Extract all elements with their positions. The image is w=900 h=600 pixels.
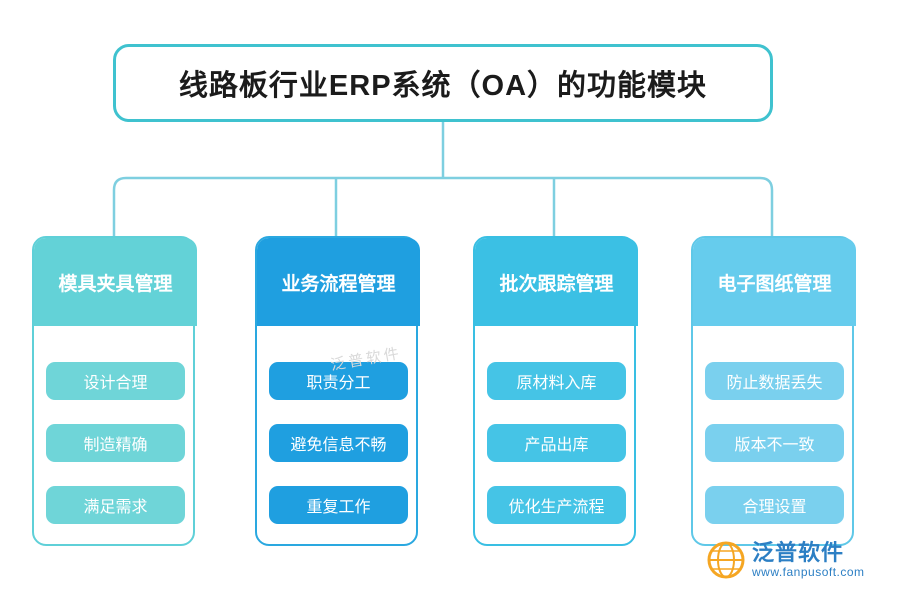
column-header-label: 电子图纸管理 bbox=[717, 273, 832, 295]
module-column-business-process[interactable]: 业务流程管理 职责分工 避免信息不畅 重复工作 bbox=[255, 236, 420, 546]
list-item[interactable]: 优化生产流程 bbox=[487, 486, 626, 524]
list-item-label: 版本不一致 bbox=[734, 437, 815, 454]
column-header-label: 模具夹具管理 bbox=[58, 273, 173, 295]
list-item[interactable]: 原材料入库 bbox=[487, 362, 626, 400]
diagram-title-box: 线路板行业ERP系统（OA）的功能模块 bbox=[113, 44, 773, 122]
module-column-batch-tracking[interactable]: 批次跟踪管理 原材料入库 产品出库 优化生产流程 bbox=[473, 236, 638, 546]
list-item[interactable]: 避免信息不畅 bbox=[269, 424, 408, 462]
list-item-label: 职责分工 bbox=[306, 375, 371, 392]
list-item-label: 产品出库 bbox=[524, 437, 589, 454]
list-item[interactable]: 设计合理 bbox=[46, 362, 185, 400]
globe-icon bbox=[707, 541, 745, 579]
list-item-label: 制造精确 bbox=[83, 437, 148, 454]
list-item[interactable]: 产品出库 bbox=[487, 424, 626, 462]
list-item-label: 合理设置 bbox=[742, 499, 807, 516]
brand-logo: 泛普软件 www.fanpusoft.com bbox=[706, 534, 882, 586]
column-header: 业务流程管理 bbox=[257, 238, 420, 326]
module-column-mold-fixture[interactable]: 模具夹具管理 设计合理 制造精确 满足需求 bbox=[32, 236, 197, 546]
column-header-label: 业务流程管理 bbox=[281, 273, 396, 295]
list-item[interactable]: 防止数据丢失 bbox=[705, 362, 844, 400]
module-column-electronic-drawing[interactable]: 电子图纸管理 防止数据丢失 版本不一致 合理设置 bbox=[691, 236, 856, 546]
list-item[interactable]: 重复工作 bbox=[269, 486, 408, 524]
list-item-label: 优化生产流程 bbox=[508, 499, 605, 516]
list-item[interactable]: 满足需求 bbox=[46, 486, 185, 524]
list-item-label: 重复工作 bbox=[306, 499, 371, 516]
list-item-label: 原材料入库 bbox=[516, 375, 597, 392]
list-item[interactable]: 版本不一致 bbox=[705, 424, 844, 462]
list-item[interactable]: 职责分工 bbox=[269, 362, 408, 400]
logo-url: www.fanpusoft.com bbox=[752, 564, 865, 579]
column-header: 批次跟踪管理 bbox=[475, 238, 638, 326]
list-item-label: 防止数据丢失 bbox=[726, 375, 823, 392]
list-item-label: 设计合理 bbox=[83, 375, 148, 392]
column-header: 电子图纸管理 bbox=[693, 238, 856, 326]
page-title: 线路板行业ERP系统（OA）的功能模块 bbox=[178, 70, 708, 102]
list-item[interactable]: 合理设置 bbox=[705, 486, 844, 524]
logo-name: 泛普软件 bbox=[752, 539, 845, 565]
list-item-label: 避免信息不畅 bbox=[290, 437, 387, 454]
column-header-label: 批次跟踪管理 bbox=[499, 273, 614, 295]
list-item-label: 满足需求 bbox=[83, 499, 148, 516]
list-item[interactable]: 制造精确 bbox=[46, 424, 185, 462]
column-header: 模具夹具管理 bbox=[34, 238, 197, 326]
